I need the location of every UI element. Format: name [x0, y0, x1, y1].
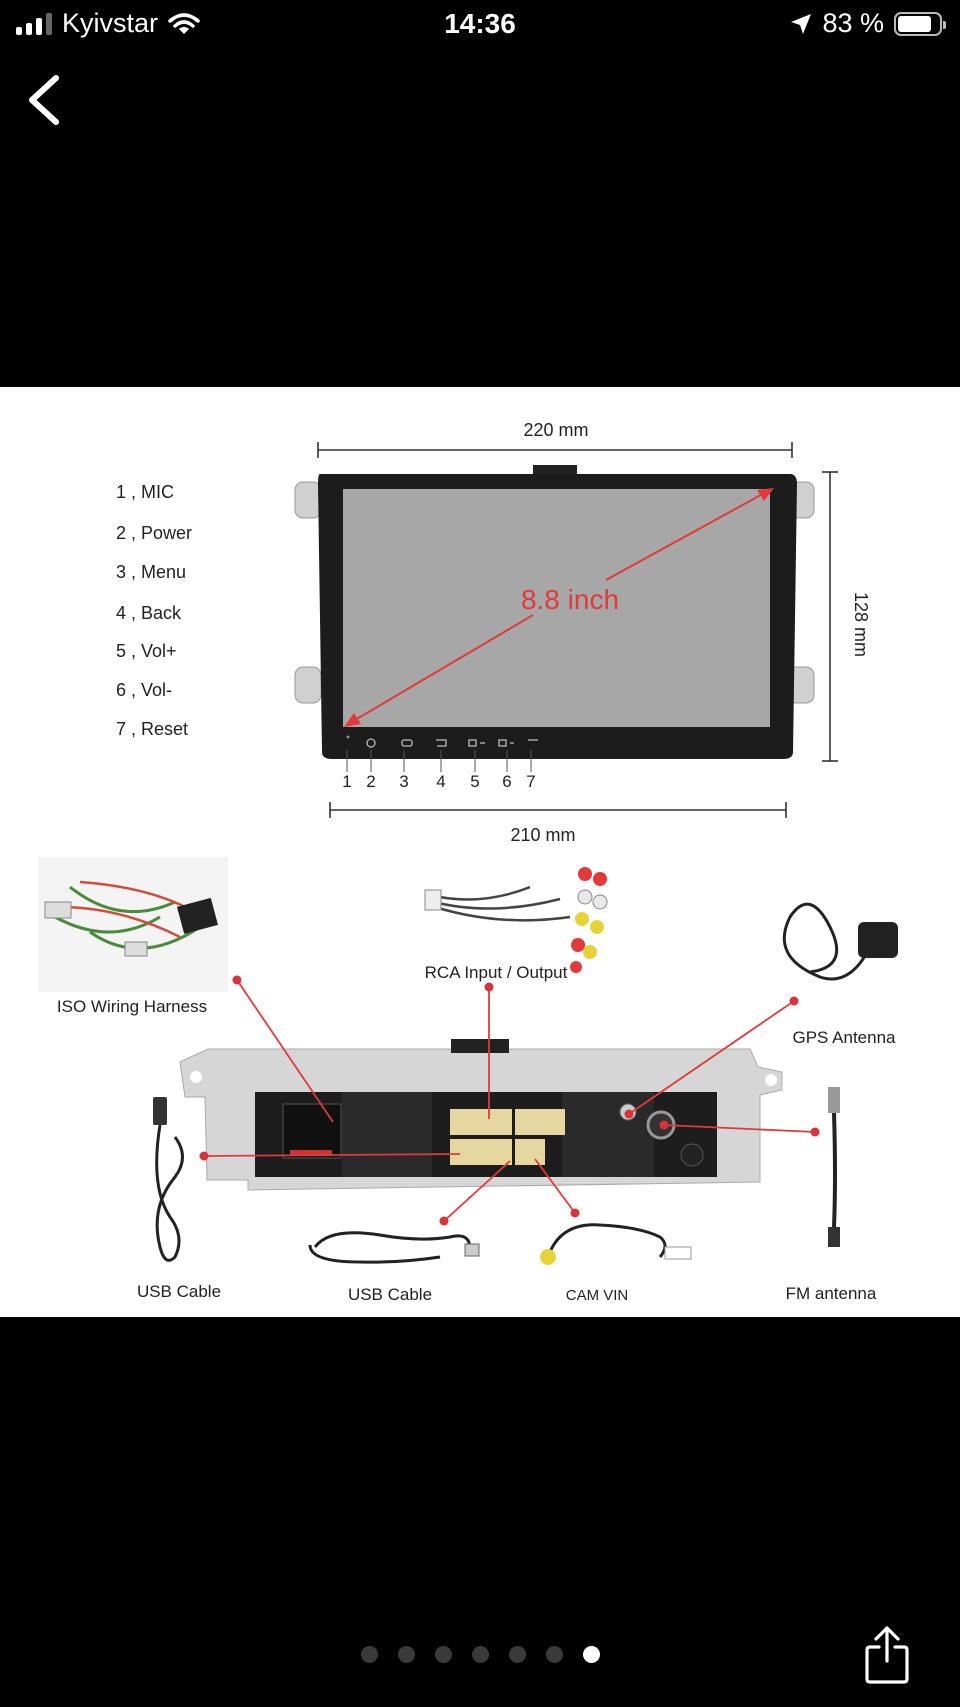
usb-cable-horizontal-picture	[308, 1231, 480, 1264]
legend-reset: 7 , Reset	[116, 719, 188, 739]
battery-icon	[894, 11, 946, 36]
head-unit-back	[179, 1039, 783, 1191]
chevron-left-icon	[29, 75, 59, 125]
legend-mic: 1 , MIC	[116, 482, 174, 502]
dimension-height	[822, 471, 838, 762]
button-legend: 1 , MIC 2 , Power 3 , Menu 4 , Back 5 , …	[116, 482, 192, 739]
page-dot[interactable]	[360, 1646, 378, 1663]
status-left: Kyivstar	[16, 8, 200, 39]
dim-top-label: 220 mm	[523, 420, 588, 440]
page-dot[interactable]	[582, 1646, 600, 1663]
legend-back: 4 , Back	[116, 603, 182, 623]
button-number-3: 3	[399, 772, 408, 791]
share-icon	[865, 1626, 909, 1684]
rca-cable-picture	[424, 867, 608, 973]
label-fm-antenna: FM antenna	[786, 1284, 877, 1303]
label-iso-harness: ISO Wiring Harness	[57, 997, 207, 1016]
usb-cable-vertical-picture	[153, 1097, 184, 1262]
connection-lines	[203, 979, 816, 1222]
button-number-6: 6	[502, 772, 511, 791]
fm-antenna-picture	[828, 1087, 840, 1247]
legend-vol-up: 5 , Vol+	[116, 641, 177, 661]
cam-vin-picture	[540, 1223, 692, 1265]
button-leader-lines	[346, 750, 532, 772]
button-number-5: 5	[470, 772, 479, 791]
label-gps: GPS Antenna	[792, 1028, 896, 1047]
battery-percent: 83 %	[822, 8, 884, 38]
dimension-width-bottom	[329, 802, 787, 818]
button-number-1: 1	[342, 772, 351, 791]
status-right: 83 %	[790, 8, 946, 39]
page-dot[interactable]	[471, 1646, 489, 1663]
legend-menu: 3 , Menu	[116, 562, 186, 582]
iso-harness-picture	[38, 857, 228, 992]
wifi-icon	[168, 12, 200, 34]
status-time: 14:36	[444, 8, 516, 39]
page-dot[interactable]	[545, 1646, 563, 1663]
page-dot[interactable]	[508, 1646, 526, 1663]
screen-diagonal	[344, 488, 774, 727]
location-arrow-icon	[791, 13, 812, 34]
page-dot[interactable]	[434, 1646, 452, 1663]
screen-size-label: 8.8 inch	[521, 584, 619, 615]
label-rca: RCA Input / Output	[425, 963, 568, 982]
dimension-width-top	[317, 442, 793, 458]
back-button[interactable]	[22, 72, 70, 128]
page-indicator[interactable]	[0, 1646, 960, 1663]
button-numbers: 1 2 3 4 5 6 7	[342, 772, 535, 791]
dim-bottom-label: 210 mm	[510, 825, 575, 845]
gps-antenna-picture	[782, 902, 898, 981]
button-number-4: 4	[436, 772, 445, 791]
button-number-2: 2	[366, 772, 375, 791]
status-bar: Kyivstar 14:36 83 %	[0, 0, 960, 50]
product-image[interactable]: 220 mm 128 mm	[0, 387, 960, 1317]
front-button-icons	[366, 738, 538, 748]
label-usb-cable-1: USB Cable	[137, 1282, 221, 1301]
label-cam-vin: CAM VIN	[566, 1287, 629, 1304]
dim-height-label: 128 mm	[851, 592, 871, 657]
battery-fill	[898, 15, 932, 32]
legend-vol-down: 6 , Vol-	[116, 680, 172, 700]
button-number-7: 7	[526, 772, 535, 791]
share-button[interactable]	[862, 1625, 912, 1685]
legend-power: 2 , Power	[116, 523, 192, 543]
page-dot[interactable]	[397, 1646, 415, 1663]
connection-points	[199, 975, 820, 1226]
carrier-name: Kyivstar	[62, 8, 159, 38]
product-diagram: 220 mm 128 mm	[38, 420, 898, 1304]
signal-strength-icon	[16, 12, 52, 35]
label-usb-cable-2: USB Cable	[348, 1285, 432, 1304]
